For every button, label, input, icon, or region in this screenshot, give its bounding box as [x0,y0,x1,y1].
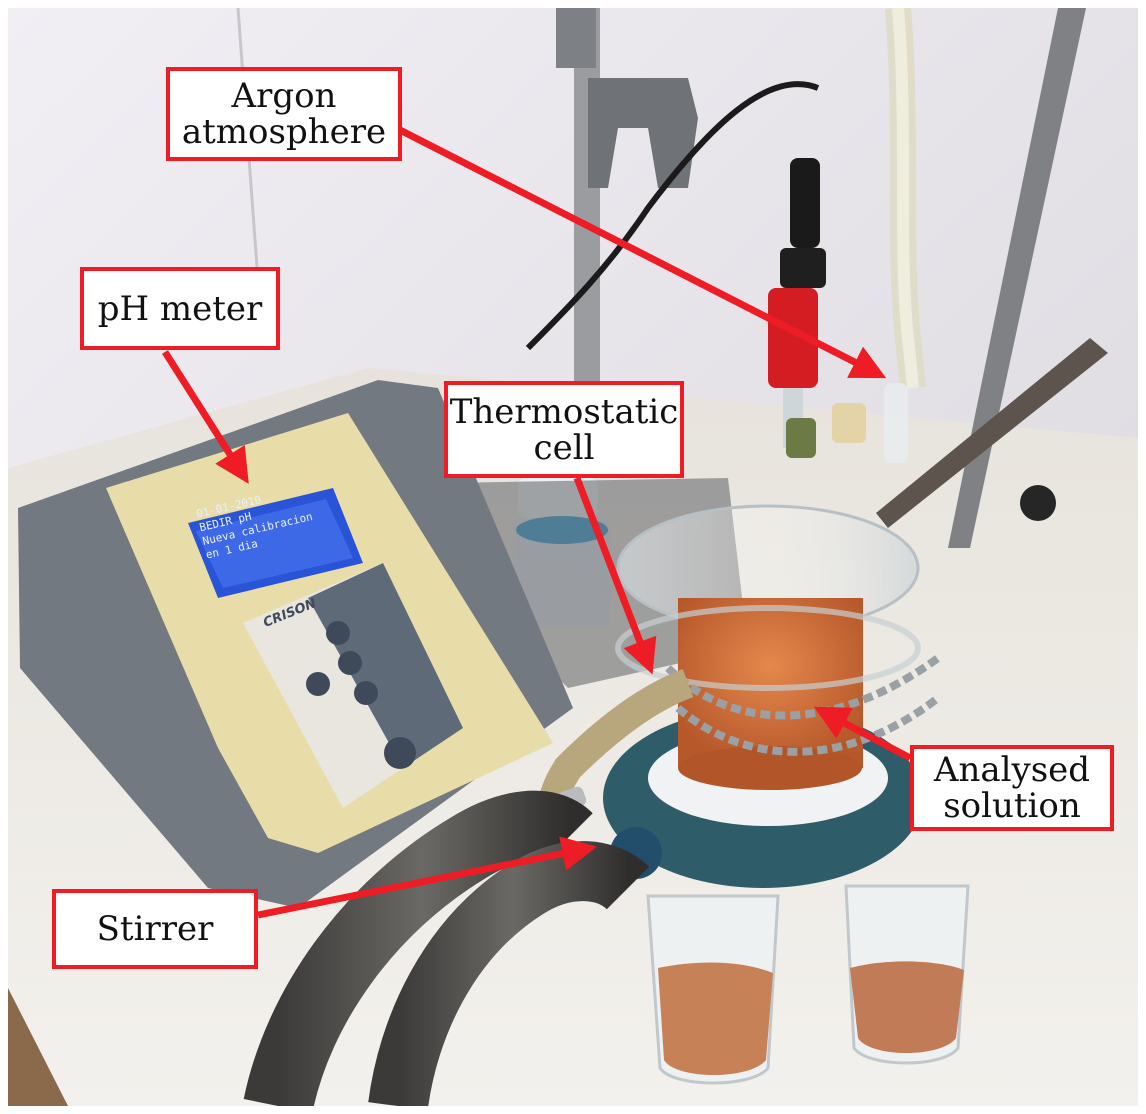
label-thermostatic-cell-text: Thermostatic cell [449,391,679,468]
label-argon-atmosphere: Argon atmosphere [166,67,402,161]
label-stirrer: Stirrer [52,889,258,969]
label-ph-meter-text: pH meter [97,288,263,329]
label-argon-text: Argon atmosphere [181,76,387,152]
thermostatic-cell-arrow [573,476,657,675]
label-analysed-solution: Analysed solution [910,745,1114,831]
label-ph-meter: pH meter [80,267,280,350]
label-thermostatic-cell: Thermostatic cell [444,381,684,478]
analysed-solution-arrow [813,706,912,762]
label-analysed-solution-text: Analysed solution [933,750,1091,826]
stirrer-arrow [257,836,597,919]
argon-arrow [398,126,887,379]
label-stirrer-text: Stirrer [96,909,214,949]
ph-meter-arrow [162,350,249,484]
